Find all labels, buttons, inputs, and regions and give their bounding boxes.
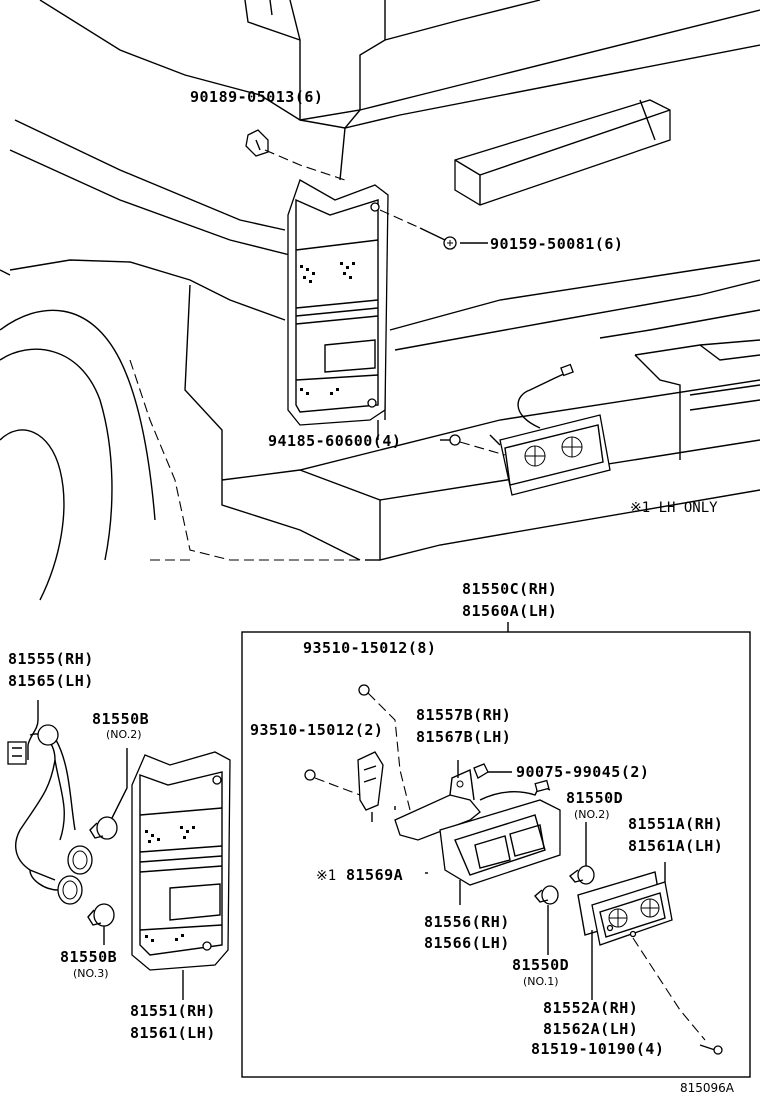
label-81557b-rh: 81557B(RH) xyxy=(416,706,511,724)
license-lamp-assembly-box xyxy=(241,622,751,1078)
label-81555-rh: 81555(RH) xyxy=(8,650,94,668)
label-81550b-top: 81550B xyxy=(92,710,149,728)
label-81551a-rh: 81551A(RH) xyxy=(628,815,723,833)
vehicle-body xyxy=(0,0,760,601)
label-93510-15012-8: 93510-15012(8) xyxy=(303,639,436,657)
label-81550b-bottom-sub: (NO.3) xyxy=(73,967,109,980)
label-81556-rh: 81556(RH) xyxy=(424,913,510,931)
lamp-housing-81556 xyxy=(439,779,561,905)
label-81550d-bottom-sub: (NO.1) xyxy=(523,975,559,988)
screw-93510-2 xyxy=(304,769,361,796)
labels: 90189-05013(6) 90159-50081(6) 94185-6060… xyxy=(8,88,735,1095)
screw-90159 xyxy=(379,209,457,250)
label-81551-rh: 81551(RH) xyxy=(130,1002,216,1020)
bulb-81550b-no2 xyxy=(89,748,128,840)
bulb-81550d-no1 xyxy=(534,885,559,955)
wire-harness-81555 xyxy=(7,700,93,905)
high-mount-stop-lamp xyxy=(454,99,671,206)
clip-90075 xyxy=(473,763,489,779)
label-81550c-rh: 81550C(RH) xyxy=(462,580,557,598)
rear-combination-lamp-installed xyxy=(287,179,389,435)
label-81569a: 81569A xyxy=(346,866,403,884)
note-mark-1: ※1 xyxy=(316,868,336,884)
label-81561a-lh: 81561A(LH) xyxy=(628,837,723,855)
label-81550d-top-sub: (NO.2) xyxy=(574,808,610,821)
bulb-81550b-no3 xyxy=(87,903,115,945)
bracket-81569a xyxy=(357,751,384,822)
bulb-81550d-no2 xyxy=(568,822,595,885)
tail-lamp-lens-81551 xyxy=(131,751,231,1000)
label-90159-50081: 90159-50081(6) xyxy=(490,235,623,253)
label-81519-10190: 81519-10190(4) xyxy=(531,1040,664,1058)
label-81550b-top-sub: (NO.2) xyxy=(106,728,142,741)
label-93510-15012-2: 93510-15012(2) xyxy=(250,721,383,739)
label-81561-lh: 81561(LH) xyxy=(130,1024,216,1042)
clip-nut-90189 xyxy=(245,129,346,181)
label-90189-05013: 90189-05013(6) xyxy=(190,88,323,106)
note-lh-only: ※1 LH ONLY xyxy=(630,500,718,516)
label-81552a-rh: 81552A(RH) xyxy=(543,999,638,1017)
label-81550d-top: 81550D xyxy=(566,789,623,807)
label-81550d-bottom: 81550D xyxy=(512,956,569,974)
nut-94185 xyxy=(449,434,506,456)
label-81550b-bottom: 81550B xyxy=(60,948,117,966)
label-81566-lh: 81566(LH) xyxy=(424,934,510,952)
label-81560a-lh: 81560A(LH) xyxy=(462,602,557,620)
label-81567b-lh: 81567B(LH) xyxy=(416,728,511,746)
label-81565-lh: 81565(LH) xyxy=(8,672,94,690)
label-94185-60600: 94185-60600(4) xyxy=(268,432,401,450)
screw-81519 xyxy=(632,937,723,1055)
bracket-81557b xyxy=(394,760,481,841)
leader-lines xyxy=(377,242,666,882)
figure-code: 815096A xyxy=(680,1081,735,1095)
screw-93510-8 xyxy=(358,684,411,811)
label-81562a-lh: 81562A(LH) xyxy=(543,1020,638,1038)
lens-81551a xyxy=(591,881,673,946)
label-90075-99045: 90075-99045(2) xyxy=(516,763,649,781)
